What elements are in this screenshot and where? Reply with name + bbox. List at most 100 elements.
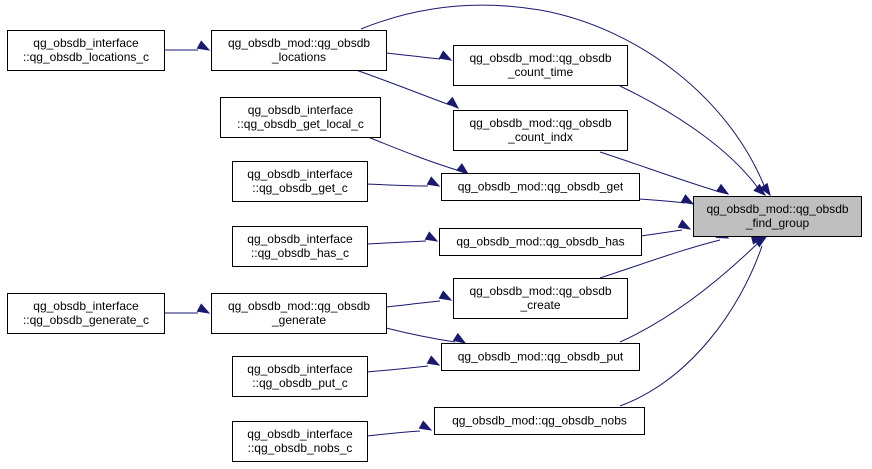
- nodes: qg_obsdb_mod::qg_obsdb_find_groupqg_obsd…: [7, 30, 862, 462]
- node-label-line: _count_time: [507, 65, 574, 79]
- node-label-line: _create: [519, 298, 560, 312]
- node-nobs-c[interactable]: qg_obsdb_interface::qg_obsdb_nobs_c: [232, 421, 368, 462]
- node-label-line: qg_obsdb_mod::qg_obsdb_put: [458, 350, 624, 364]
- edge-count-time-to-find-group: [619, 85, 767, 196]
- node-label-line: qg_obsdb_mod::qg_obsdb_has: [456, 235, 624, 249]
- node-put[interactable]: qg_obsdb_mod::qg_obsdb_put: [441, 343, 640, 371]
- arrowhead: [677, 219, 692, 230]
- node-find-group[interactable]: qg_obsdb_mod::qg_obsdb_find_group: [693, 196, 862, 237]
- node-box: [211, 30, 387, 71]
- arrowhead: [424, 231, 439, 242]
- node-label-line: qg_obsdb_mod::qg_obsdb: [469, 284, 611, 298]
- edge-line: [385, 300, 441, 308]
- node-box: [453, 45, 628, 86]
- node-label-line: qg_obsdb_interface: [247, 427, 353, 441]
- node-has[interactable]: qg_obsdb_mod::qg_obsdb_has: [439, 228, 642, 256]
- node-get-c[interactable]: qg_obsdb_interface::qg_obsdb_get_c: [232, 161, 368, 202]
- node-label-line: _count_indx: [507, 130, 573, 144]
- edge-locations-to-count-indx: [355, 69, 460, 109]
- edge-line: [599, 239, 721, 279]
- node-has-c[interactable]: qg_obsdb_interface::qg_obsdb_has_c: [232, 226, 368, 267]
- node-locations-c[interactable]: qg_obsdb_interface::qg_obsdb_locations_c: [7, 30, 165, 71]
- arrowhead: [438, 50, 453, 61]
- edge-line: [366, 430, 421, 437]
- node-label-line: qg_obsdb_mod::qg_obsdb: [228, 36, 370, 50]
- edge-line: [367, 136, 461, 172]
- node-label-line: ::qg_obsdb_nobs_c: [248, 441, 353, 455]
- node-label-line: qg_obsdb_mod::qg_obsdb: [706, 202, 848, 216]
- node-create[interactable]: qg_obsdb_mod::qg_obsdb_create: [453, 278, 628, 319]
- node-label-line: qg_obsdb_interface: [247, 167, 353, 181]
- edge-line: [366, 183, 429, 187]
- node-label-line: qg_obsdb_interface: [247, 362, 353, 376]
- node-put-c[interactable]: qg_obsdb_interface::qg_obsdb_put_c: [232, 356, 368, 397]
- node-box: [232, 161, 368, 202]
- node-box: [220, 97, 381, 138]
- arrowhead: [196, 40, 211, 51]
- edge-generate-to-put: [385, 327, 467, 344]
- node-label-line: qg_obsdb_mod::qg_obsdb_nobs: [452, 414, 627, 428]
- node-box: [211, 293, 387, 334]
- node-box: [453, 110, 628, 151]
- node-nobs[interactable]: qg_obsdb_mod::qg_obsdb_nobs: [434, 407, 645, 435]
- node-label-line: _find_group: [745, 216, 810, 230]
- arrowhead: [426, 176, 441, 187]
- node-get[interactable]: qg_obsdb_mod::qg_obsdb_get: [441, 173, 640, 201]
- arrowhead: [456, 163, 470, 175]
- arrowhead: [418, 420, 433, 431]
- arrowhead: [715, 183, 730, 195]
- arrowhead: [753, 236, 768, 248]
- edge-line: [366, 240, 427, 245]
- edge-line: [599, 151, 721, 193]
- edge-line: [385, 327, 456, 343]
- node-box: [439, 228, 642, 256]
- node-count-indx[interactable]: qg_obsdb_mod::qg_obsdb_count_indx: [453, 110, 628, 151]
- node-label-line: ::qg_obsdb_put_c: [252, 376, 347, 390]
- edge-locations-c-to-locations: [164, 40, 211, 51]
- edge-count-indx-to-find-group: [599, 151, 730, 195]
- node-label-line: qg_obsdb_interface: [247, 232, 353, 246]
- node-get-local-c[interactable]: qg_obsdb_interface::qg_obsdb_get_local_c: [220, 97, 381, 138]
- edge-line: [385, 52, 441, 60]
- node-box: [434, 407, 645, 435]
- node-generate[interactable]: qg_obsdb_mod::qg_obsdb_generate: [211, 293, 387, 334]
- arrowhead: [452, 332, 467, 344]
- node-box: [441, 343, 640, 371]
- node-box: [232, 226, 368, 267]
- edge-get-local-c-to-get: [367, 136, 470, 175]
- node-label-line: ::qg_obsdb_has_c: [251, 246, 349, 260]
- edge-line: [619, 85, 759, 189]
- node-count-time[interactable]: qg_obsdb_mod::qg_obsdb_count_time: [453, 45, 628, 86]
- edge-line: [640, 229, 683, 237]
- node-box: [232, 356, 368, 397]
- node-label-line: qg_obsdb_mod::qg_obsdb: [228, 299, 370, 313]
- node-label-line: ::qg_obsdb_get_local_c: [237, 117, 364, 131]
- edge-get-to-find-group: [638, 194, 695, 205]
- edges: [164, 4, 771, 437]
- edge-line: [619, 245, 763, 407]
- edge-has-to-find-group: [640, 219, 692, 237]
- arrowhead: [438, 290, 453, 301]
- node-box: [7, 30, 165, 71]
- edge-generate-to-create: [385, 290, 453, 308]
- node-label-line: qg_obsdb_interface: [248, 103, 354, 117]
- node-generate-c[interactable]: qg_obsdb_interface::qg_obsdb_generate_c: [7, 293, 165, 334]
- edge-locations-to-count-time: [385, 50, 453, 61]
- edge-generate-c-to-generate: [164, 303, 211, 314]
- node-label-line: qg_obsdb_interface: [33, 36, 139, 50]
- arrowhead: [196, 303, 211, 314]
- node-locations[interactable]: qg_obsdb_mod::qg_obsdb_locations: [211, 30, 387, 71]
- edge-nobs-c-to-nobs: [366, 420, 433, 437]
- edge-line: [355, 69, 451, 106]
- node-box: [441, 173, 640, 201]
- edge-line: [619, 243, 758, 343]
- node-label-line: qg_obsdb_mod::qg_obsdb_get: [458, 180, 624, 194]
- node-box: [693, 196, 862, 237]
- node-label-line: ::qg_obsdb_get_c: [252, 181, 347, 195]
- edge-nobs-to-find-group: [619, 236, 768, 407]
- node-label-line: _locations: [271, 50, 326, 64]
- node-label-line: qg_obsdb_mod::qg_obsdb: [469, 116, 611, 130]
- edge-get-c-to-get: [366, 176, 441, 187]
- node-label-line: _generate: [271, 313, 326, 327]
